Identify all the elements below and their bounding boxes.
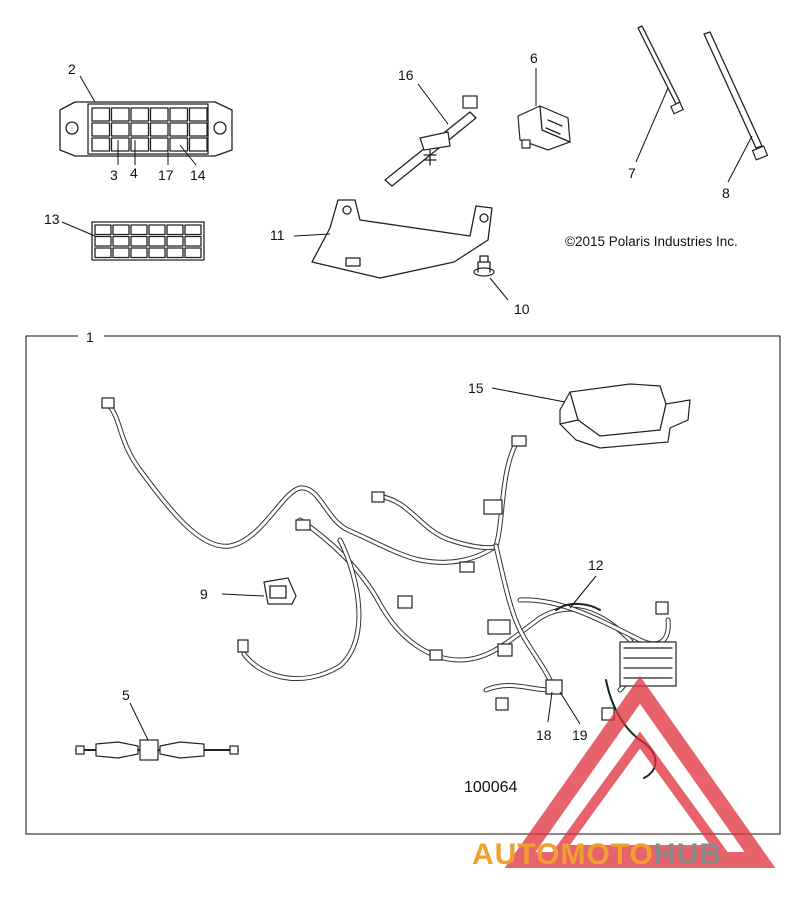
fuse-slot <box>110 137 130 152</box>
decal-cell <box>148 224 166 236</box>
decal-cell <box>130 224 148 236</box>
connector-part[interactable] <box>517 105 571 151</box>
kit-frame <box>25 335 781 835</box>
cable-tie-clip-part[interactable] <box>384 95 478 187</box>
wire-harness-part[interactable] <box>101 397 677 779</box>
fuse-slot <box>169 122 189 137</box>
callout-6: 6 <box>530 50 538 66</box>
watermark-text: AUTOMOTOHUB <box>472 838 722 871</box>
callout-12: 12 <box>588 557 604 573</box>
callout-3: 3 <box>110 167 118 183</box>
fuse-slot <box>91 122 111 137</box>
fuse-slot <box>110 107 130 122</box>
bracket-part[interactable] <box>311 199 493 279</box>
decal-cell <box>112 235 130 247</box>
callout-10: 10 <box>514 301 530 317</box>
callout-19: 19 <box>572 727 588 743</box>
fuse-slot <box>169 137 189 152</box>
decal-cell <box>184 235 202 247</box>
callout-9: 9 <box>200 586 208 602</box>
callout-1: 1 <box>86 329 94 345</box>
decal-cell <box>112 224 130 236</box>
fuse-slot <box>130 137 150 152</box>
fuse-slot <box>130 122 150 137</box>
callout-2: 2 <box>68 61 76 77</box>
callout-14: 14 <box>190 167 206 183</box>
fuse-label-decal-part[interactable] <box>91 221 205 261</box>
decal-cell <box>112 247 130 259</box>
cable-tie-small-part[interactable] <box>637 25 685 115</box>
decal-cell <box>148 247 166 259</box>
fuse-slot <box>188 107 208 122</box>
callout-15: 15 <box>468 380 484 396</box>
copyright-text: ©2015 Polaris Industries Inc. <box>565 234 738 249</box>
fuse-slot <box>149 122 169 137</box>
relay-bracket-part[interactable] <box>263 577 297 605</box>
callout-11: 11 <box>270 227 285 243</box>
decal-cell <box>148 235 166 247</box>
decal-cell <box>94 247 112 259</box>
watermark-logo <box>504 676 776 868</box>
decal-cell <box>166 247 184 259</box>
fuse-slot <box>91 137 111 152</box>
callout-13: 13 <box>44 211 60 227</box>
cable-tie-large-part[interactable] <box>703 31 769 161</box>
fuse-slot <box>130 107 150 122</box>
fuse-slot <box>149 137 169 152</box>
callout-16: 16 <box>398 67 414 83</box>
fuse-slot <box>110 122 130 137</box>
callout-5: 5 <box>122 687 130 703</box>
decal-cell <box>184 224 202 236</box>
fuse-slot <box>91 107 111 122</box>
fuse-box-cover-part[interactable] <box>559 383 691 449</box>
fuse-slot <box>188 137 208 152</box>
callout-18: 18 <box>536 727 552 743</box>
decal-cell <box>166 235 184 247</box>
push-rivet-part[interactable] <box>473 255 495 277</box>
decal-cell <box>130 235 148 247</box>
decal-cell <box>94 235 112 247</box>
callout-17: 17 <box>158 167 174 183</box>
decal-cell <box>166 224 184 236</box>
fuse-slot <box>169 107 189 122</box>
fuse-box-part[interactable] <box>59 101 233 157</box>
callout-4: 4 <box>130 165 138 181</box>
callout-7: 7 <box>628 165 636 181</box>
callout-8: 8 <box>722 185 730 201</box>
fuse-slot <box>188 122 208 137</box>
jumper-harness-part[interactable] <box>75 739 239 761</box>
decal-cell <box>184 247 202 259</box>
diagram-number: 100064 <box>464 779 517 796</box>
decal-cell <box>130 247 148 259</box>
decal-cell <box>94 224 112 236</box>
fuse-slot <box>149 107 169 122</box>
